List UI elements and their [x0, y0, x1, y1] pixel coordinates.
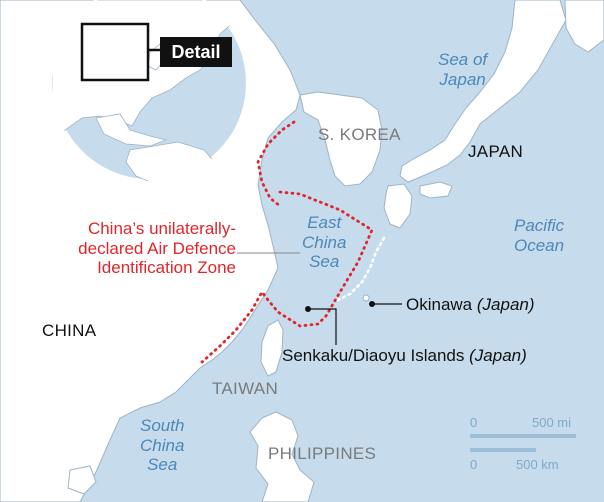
senkaku-marker	[305, 306, 311, 312]
label-adiz: China’s unilaterally- declared Air Defen…	[78, 219, 236, 278]
scale-mi-value: 500 mi	[532, 415, 572, 430]
scale-km-zero: 0	[470, 457, 478, 472]
land-japan-hokkaido	[564, 0, 604, 53]
land-japan-kyushu	[383, 183, 413, 229]
label-taiwan: TAIWAN	[212, 379, 279, 398]
callout-senkaku: Senkaku/Diaoyu Islands (Japan)	[282, 346, 527, 365]
scale-km-value: 500 km	[516, 457, 559, 472]
globe-land-asia	[52, 0, 241, 141]
scale-bar-km	[470, 448, 536, 452]
label-philippines: PHILIPPINES	[268, 444, 377, 463]
land-taiwan	[260, 319, 284, 377]
label-south-china-sea: South China Sea	[140, 416, 185, 475]
callout-okinawa: Okinawa (Japan)	[406, 295, 535, 314]
scale-mi-zero: 0	[470, 415, 478, 430]
adiz-boundary	[200, 120, 374, 364]
label-east-china-sea: East China Sea	[302, 213, 347, 272]
inset-detail-frame	[80, 22, 150, 82]
label-china: CHINA	[42, 321, 97, 340]
land-korea	[299, 91, 383, 187]
land-hainan	[67, 465, 97, 495]
land-japan-shikoku	[419, 181, 453, 199]
label-s-korea: S. KOREA	[318, 125, 401, 144]
label-japan: JAPAN	[468, 142, 524, 161]
land-ryukyu	[336, 236, 386, 302]
okinawa-island	[362, 294, 370, 302]
label-pacific-ocean: Pacific Ocean	[514, 216, 565, 255]
globe-land-seasia	[95, 113, 168, 147]
land-philippines	[249, 411, 315, 502]
label-sea-of-japan: Sea of Japan	[438, 50, 488, 89]
detail-label: Detail	[160, 37, 232, 67]
okinawa-marker	[369, 301, 375, 307]
land-japan-honshu	[399, 0, 567, 183]
senkaku-leader-line	[308, 308, 337, 345]
scale-bar-mi	[470, 434, 576, 438]
